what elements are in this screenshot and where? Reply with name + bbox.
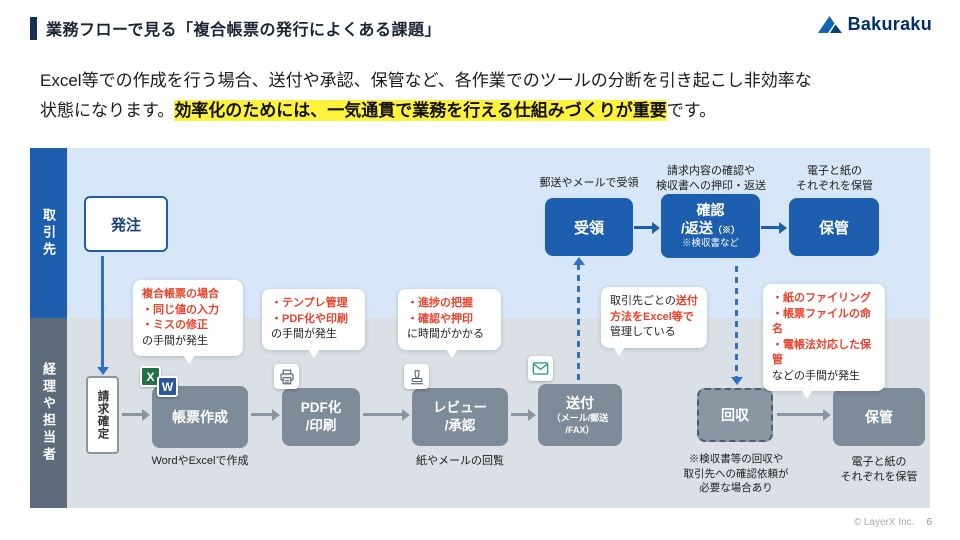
step-review-label-line1: レビュー	[433, 400, 487, 416]
bubble-create-line4: の手間が発生	[142, 334, 208, 347]
intro-line1: Excel等での作成を行う場合、送付や承認、保管など、各作業でのツールの分断を引…	[40, 71, 812, 90]
bubble-store-line3: ・電帳法対応した保管	[772, 338, 871, 367]
note-confirm: 請求内容の確認や 検収書への押印・返送	[650, 164, 772, 195]
step-send-sub2: /FAX）	[565, 425, 595, 435]
bubble-review-line2: ・確認や押印	[407, 312, 473, 325]
step-review: レビュー /承認	[412, 388, 508, 446]
step-send: 送付 （メール/郵送 /FAX）	[538, 384, 622, 446]
arrow-receive-to-confirm	[634, 221, 660, 234]
step-pdf-label-line2: /印刷	[305, 418, 337, 433]
step-pdf-print: PDF化 /印刷	[282, 388, 360, 446]
bubble-send-line1: 取引先ごとの送付	[610, 295, 698, 307]
arrow-pdf-to-review	[363, 408, 410, 421]
step-review-label-line2: /承認	[444, 418, 476, 433]
step-pdf-label-line1: PDF化	[300, 400, 342, 416]
step-partner-store: 保管	[789, 198, 879, 256]
note-store-line2: それぞれを保管	[840, 471, 918, 484]
bubble-review-line3: に時間がかかる	[407, 328, 484, 340]
arrow-create-to-pdf	[251, 408, 280, 421]
step-send-label: 送付	[566, 395, 594, 412]
step-invoice-confirm: 請求確定	[86, 376, 119, 454]
arrow-send-to-receive-dashed	[572, 257, 585, 382]
note-store-below: 電子と紙の それぞれを保管	[833, 455, 925, 486]
note-partner-store-line1: 電子と紙の	[807, 165, 862, 177]
bubble-review-line1: ・進捗の把握	[407, 297, 473, 309]
bubble-pdf-line2: ・PDF化や印刷	[271, 312, 348, 325]
step-store-label: 保管	[865, 409, 893, 425]
note-collect-line2: 取引先への確認依頼が	[683, 467, 789, 480]
bakuraku-logo-icon	[817, 16, 842, 33]
step-confirm-label-line2: /返送（※）	[681, 219, 740, 236]
lane-label-accounting-text: 経理や担当者	[41, 362, 56, 464]
lane-label-accounting: 経理や担当者	[30, 318, 67, 508]
step-receive: 受領	[545, 198, 633, 256]
note-review-below: 紙やメールの回覧	[416, 455, 504, 467]
note-confirm-line1: 請求内容の確認や	[667, 165, 755, 177]
bubble-pdf-line1: ・テンプレ管理	[271, 297, 348, 309]
note-create-below: WordやExcelで作成	[151, 455, 249, 467]
bubble-create-line3: ・ミスの修正	[142, 319, 208, 331]
title-accent-bar	[30, 17, 37, 40]
step-partner-store-label: 保管	[818, 219, 849, 237]
word-icon: W	[157, 376, 178, 397]
lane-label-partner: 取引先	[30, 148, 67, 318]
step-receive-label: 受領	[573, 219, 604, 237]
note-receive: 郵送やメールで受領	[539, 177, 639, 189]
arrow-collect-to-store	[777, 408, 831, 421]
mail-icon	[528, 356, 553, 381]
intro-highlight: 効率化のためには、一気通貫で業務を行える仕組みづくりが重要	[174, 100, 667, 121]
footer: © LayerX Inc. 6	[854, 517, 932, 528]
note-store-line1: 電子と紙の	[851, 456, 907, 468]
brand-logo: Bakuraku	[817, 13, 932, 35]
note-collect-line3: 必要な場合あり	[699, 482, 773, 495]
step-order: 発注	[84, 196, 168, 252]
intro-line2-pre: 状態になります。	[40, 101, 175, 120]
step-collect: 回収	[697, 388, 773, 442]
step-store: 保管	[833, 388, 925, 446]
note-partner-store-line2: それぞれを保管	[796, 180, 873, 193]
step-confirm-sub: ※検収書など	[681, 238, 739, 250]
step-create-label: 帳票作成	[172, 409, 228, 425]
note-collect-below: ※検収書等の回収や 取引先への確認依頼が 必要な場合あり	[676, 452, 796, 496]
bubble-review-issues: ・進捗の把握 ・確認や押印 に時間がかかる	[398, 289, 501, 357]
bubble-create-line1: 複合帳票の場合	[142, 288, 219, 300]
step-collect-label: 回収	[721, 407, 749, 423]
step-confirm-return: 確認 /返送（※） ※検収書など	[661, 194, 760, 258]
brand-text: Bakuraku	[847, 13, 932, 34]
bubble-store-line2: ・帳票ファイルの命名	[772, 307, 871, 336]
arrow-review-to-send	[511, 408, 536, 421]
note-confirm-line2: 検収書への押印・返送	[656, 180, 766, 193]
arrow-confirm-to-collect-dashed	[730, 266, 743, 385]
bubble-pdf-line3: の手間が発生	[271, 328, 337, 340]
copyright-text: © LayerX Inc.	[853, 517, 915, 528]
step-confirm-label-line1: 確認	[696, 202, 725, 219]
step-confirm-mark: （※）	[712, 224, 740, 235]
bubble-send-line2: 方法をExcel等で	[610, 310, 694, 323]
bubble-store-issues: ・紙のファイリング ・帳票ファイルの命名 ・電帳法対応した保管 などの手間が発生	[763, 284, 885, 399]
bubble-store-line1: ・紙のファイリング	[772, 292, 871, 304]
bubble-pdf-issues: ・テンプレ管理 ・PDF化や印刷 の手間が発生	[262, 289, 365, 357]
bubble-create-line2: ・同じ値の入力	[142, 303, 219, 316]
bubble-store-line4: などの手間が発生	[772, 369, 860, 382]
note-collect-line1: ※検収書等の回収や	[688, 453, 784, 465]
bubble-create-issues: 複合帳票の場合 ・同じ値の入力 ・ミスの修正 の手間が発生	[133, 280, 243, 364]
bubble-send-line3: 管理している	[610, 326, 676, 338]
arrow-invoice-to-create	[122, 408, 150, 421]
stamp-icon	[404, 364, 429, 389]
intro-text: Excel等での作成を行う場合、送付や承認、保管など、各作業でのツールの分断を引…	[40, 66, 935, 126]
page-title: 業務フローで見る「複合帳票の発行によくある課題」	[46, 22, 442, 39]
note-partner-store: 電子と紙の それぞれを保管	[787, 164, 882, 195]
lane-label-partner-text: 取引先	[41, 207, 56, 259]
bubble-send-issues: 取引先ごとの送付 方法をExcel等で 管理している	[601, 287, 707, 355]
arrow-order-to-invoice	[96, 256, 109, 375]
arrow-confirm-to-store	[761, 221, 787, 234]
page-number: 6	[926, 517, 932, 528]
step-send-sub1: （メール/郵送	[551, 413, 609, 424]
step-order-label: 発注	[110, 216, 141, 234]
intro-line2-post: です。	[666, 101, 717, 120]
printer-icon	[274, 364, 299, 389]
step-invoice-confirm-label: 請求確定	[96, 390, 109, 440]
